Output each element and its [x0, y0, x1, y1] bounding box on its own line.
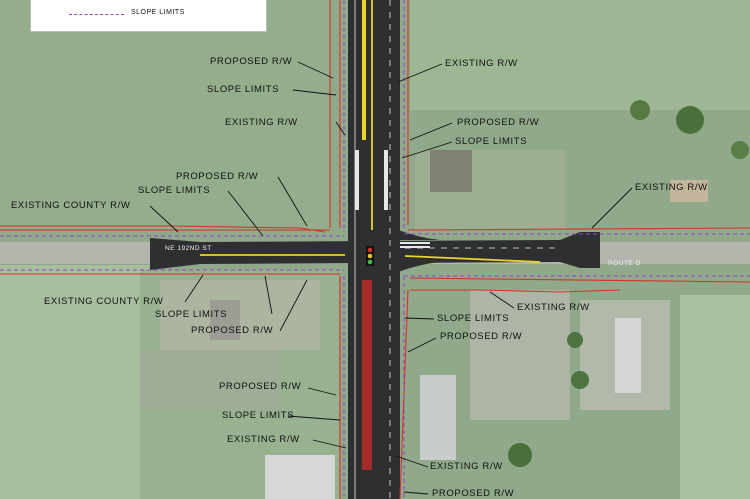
center-line-north — [362, 0, 366, 140]
building-northeast — [430, 150, 472, 192]
building-southwest — [265, 455, 335, 499]
label-existing-rw: EXISTING R/W — [430, 461, 503, 472]
label-existing-rw: EXISTING R/W — [225, 117, 298, 128]
label-proposed-rw: PROPOSED R/W — [191, 325, 274, 336]
lot-southwest-lower — [140, 350, 280, 410]
tree — [676, 106, 704, 134]
label-proposed-rw: PROPOSED R/W — [219, 381, 302, 392]
signal-green — [367, 259, 373, 265]
crosswalk-north-2 — [384, 150, 388, 210]
turn-radius-northeast — [398, 230, 440, 240]
label-slope-limits: SLOPE LIMITS — [155, 309, 228, 320]
legend: SLOPE LIMITS — [30, 0, 267, 32]
raised-median — [362, 280, 372, 470]
label-proposed-rw: PROPOSED R/W — [176, 171, 259, 182]
label-proposed-rw: PROPOSED R/W — [210, 56, 293, 67]
label-slope-limits: SLOPE LIMITS — [222, 410, 295, 421]
signal-yellow — [367, 253, 373, 259]
label-proposed-rw: PROPOSED R/W — [432, 488, 515, 499]
signal-red — [367, 247, 373, 253]
field-northwest — [0, 0, 330, 230]
lot-southeast — [470, 290, 570, 420]
field-southwest — [0, 265, 150, 499]
building-southeast — [420, 375, 456, 460]
slope-limits-legend-symbol — [69, 14, 124, 15]
road-label-east: ROUTE D — [608, 260, 641, 267]
label-existing-county-rw: EXISTING COUNTY R/W — [44, 296, 164, 307]
tree — [571, 371, 589, 389]
turn-radius-southeast — [398, 262, 440, 272]
field-southeast-edge — [680, 295, 750, 499]
legend-slope-limits: SLOPE LIMITS — [131, 9, 185, 16]
label-slope-limits: SLOPE LIMITS — [207, 84, 280, 95]
building-lot-southwest — [210, 300, 240, 340]
label-leaders — [149, 61, 633, 495]
label-proposed-rw: PROPOSED R/W — [440, 331, 523, 342]
label-slope-limits: SLOPE LIMITS — [455, 136, 528, 147]
tree — [630, 100, 650, 120]
label-slope-limits: SLOPE LIMITS — [138, 185, 211, 196]
field-northeast — [410, 0, 750, 110]
yellow-line-east — [404, 255, 541, 263]
tree — [567, 332, 583, 348]
label-slope-limits: SLOPE LIMITS — [437, 313, 510, 324]
label-existing-rw: EXISTING R/W — [445, 58, 518, 69]
label-existing-rw: EXISTING R/W — [635, 182, 708, 193]
house-east — [670, 180, 708, 202]
label-proposed-rw: PROPOSED R/W — [457, 117, 540, 128]
tree — [731, 141, 749, 159]
building-east — [615, 318, 641, 393]
crosswalk-east — [400, 242, 430, 248]
label-existing-rw: EXISTING R/W — [227, 434, 300, 445]
crosswalk-north — [355, 150, 359, 210]
label-existing-county-rw: EXISTING COUNTY R/W — [11, 200, 131, 211]
tree — [508, 443, 532, 467]
road-label-west: NE 192ND ST — [165, 245, 212, 252]
label-existing-rw: EXISTING R/W — [517, 302, 590, 313]
